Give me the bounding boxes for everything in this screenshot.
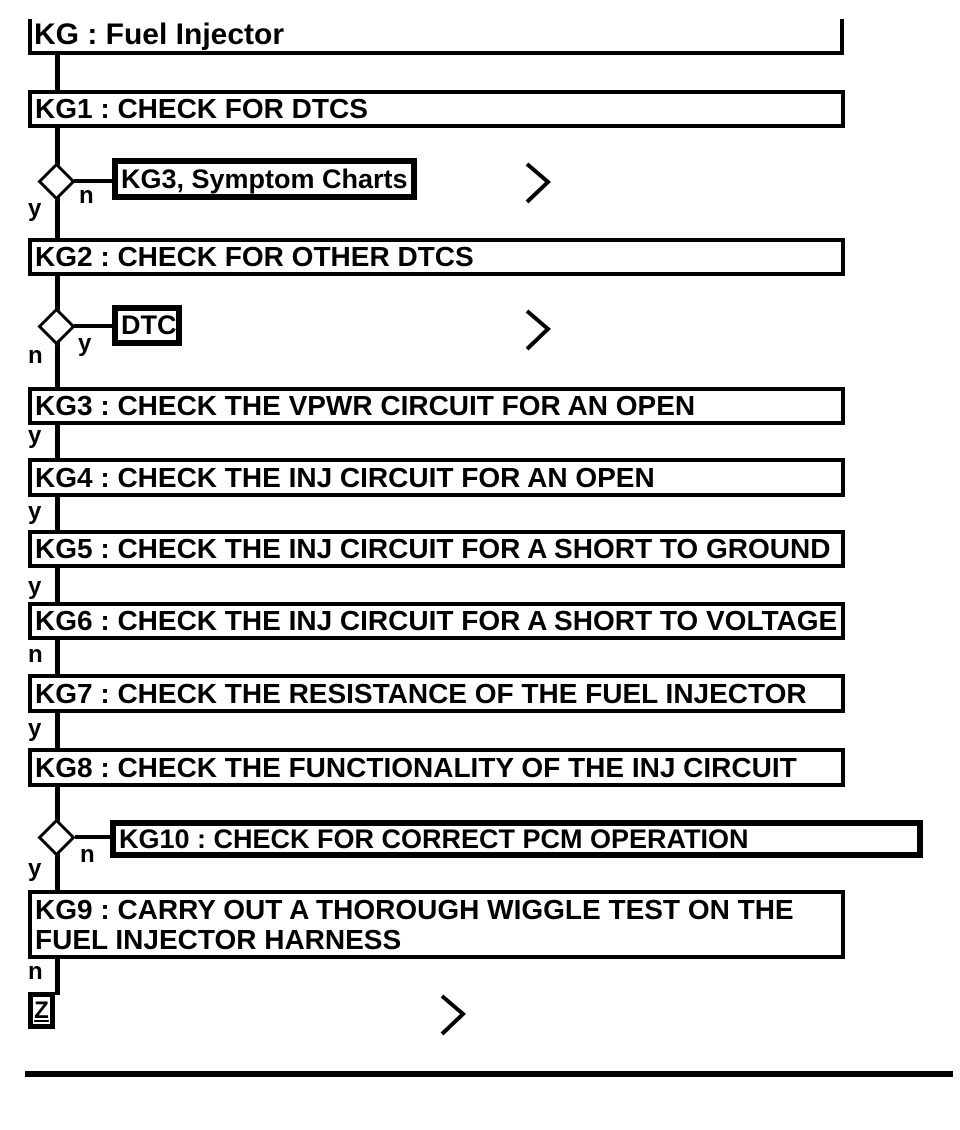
branch-label-kg6-out: n: [28, 641, 43, 668]
step-box-kg2: KG2 : CHECK FOR OTHER DTCS: [28, 238, 845, 276]
branch-connector-1: [74, 179, 113, 183]
decision-diamond-2: [37, 307, 76, 346]
step-label-kg3: KG3 : CHECK THE VPWR CIRCUIT FOR AN OPEN: [35, 390, 696, 421]
step-label-kg7: KG7 : CHECK THE RESISTANCE OF THE FUEL I…: [35, 677, 807, 709]
offpage-connector-z-label: Z: [34, 996, 49, 1024]
step-box-kg6: KG6 : CHECK THE INJ CIRCUIT FOR A SHORT …: [28, 602, 845, 640]
continuation-chevron-icon: [440, 994, 466, 1036]
decision-diamond-3: [37, 818, 76, 857]
decision-diamond-1: [37, 162, 76, 201]
offpage-connector-z: Z: [28, 992, 55, 1029]
step-label-kg9-line1: KG9 : CARRY OUT A THOROUGH WIGGLE TEST O…: [35, 894, 794, 925]
branch-label-d3-yes: y: [28, 855, 42, 882]
step-box-kg5: KG5 : CHECK THE INJ CIRCUIT FOR A SHORT …: [28, 530, 845, 568]
branch-label-d1-yes: y: [28, 195, 42, 222]
step-box-kg8: KG8 : CHECK THE FUNCTIONALITY OF THE INJ…: [28, 748, 845, 787]
reference-box-kg10: KG10 : CHECK FOR CORRECT PCM OPERATION: [110, 820, 923, 858]
step-label-kg9-line2: FUEL INJECTOR HARNESS: [35, 924, 402, 955]
step-label-kg6: KG6 : CHECK THE INJ CIRCUIT FOR A SHORT …: [35, 605, 838, 636]
continuation-chevron-icon: [525, 309, 551, 351]
step-label-kg4: KG4 : CHECK THE INJ CIRCUIT FOR AN OPEN: [35, 461, 655, 493]
page-title: KG : Fuel Injector: [34, 18, 285, 51]
step-label-kg2: KG2 : CHECK FOR OTHER DTCS: [35, 241, 474, 272]
step-box-kg9: KG9 : CARRY OUT A THOROUGH WIGGLE TEST O…: [28, 890, 845, 959]
continuation-chevron-icon: [525, 162, 551, 204]
branch-label-d2-yes: y: [78, 330, 92, 357]
branch-label-kg4-out: y: [28, 498, 42, 525]
step-label-kg1: KG1 : CHECK FOR DTCS: [35, 93, 368, 124]
step-box-kg3: KG3 : CHECK THE VPWR CIRCUIT FOR AN OPEN: [28, 387, 845, 425]
branch-label-d3-no: n: [80, 841, 95, 868]
reference-label-dtc: DTC: [121, 310, 177, 340]
reference-label-kg10: KG10 : CHECK FOR CORRECT PCM OPERATION: [119, 823, 749, 854]
step-box-kg1: KG1 : CHECK FOR DTCS: [28, 90, 845, 128]
branch-label-kg9-out: n: [28, 958, 43, 985]
branch-connector-3: [75, 835, 111, 839]
branch-label-d2-no: n: [28, 342, 43, 369]
reference-box-kg3-symptom: KG3, Symptom Charts: [112, 158, 417, 200]
branch-label-kg3-out: y: [28, 422, 42, 449]
reference-label-kg3-symptom: KG3, Symptom Charts: [121, 163, 408, 194]
branch-label-kg7-out: y: [28, 715, 42, 742]
branch-label-kg5-out: y: [28, 573, 42, 600]
step-label-kg8: KG8 : CHECK THE FUNCTIONALITY OF THE INJ…: [35, 751, 797, 783]
step-label-kg5: KG5 : CHECK THE INJ CIRCUIT FOR A SHORT …: [35, 533, 831, 564]
trunk-flow-line: [55, 53, 60, 995]
branch-label-d1-no: n: [79, 182, 94, 209]
reference-box-dtc: DTC: [112, 305, 182, 346]
title-right-tick: [840, 19, 844, 55]
title-left-tick: [28, 19, 32, 54]
step-box-kg7: KG7 : CHECK THE RESISTANCE OF THE FUEL I…: [28, 674, 845, 713]
step-box-kg4: KG4 : CHECK THE INJ CIRCUIT FOR AN OPEN: [28, 458, 845, 497]
title-underline: [28, 51, 844, 55]
bottom-rule: [25, 1071, 953, 1077]
branch-connector-2: [74, 324, 113, 328]
